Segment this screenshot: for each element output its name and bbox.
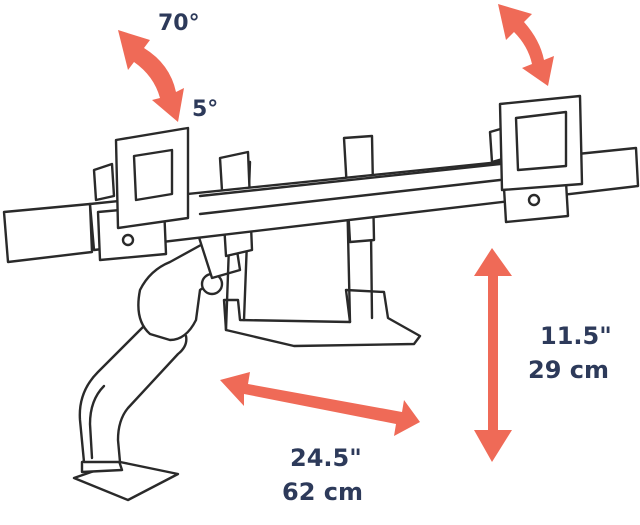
height-cm-label: 29 cm: [528, 356, 609, 384]
lower-arm: [78, 313, 188, 464]
desk-clamp-base: [72, 456, 180, 502]
right-vesa-mount: [488, 94, 584, 224]
reach-arrow: [220, 372, 420, 436]
reach-inches-label: 24.5": [290, 444, 362, 472]
height-arrow: [474, 248, 512, 462]
left-vesa-mount: [92, 126, 190, 262]
center-handle-bracket: [218, 134, 422, 348]
tilt-down-label: 5°: [192, 97, 218, 122]
tilt-up-label: 70°: [158, 11, 200, 36]
reach-cm-label: 62 cm: [282, 478, 363, 506]
height-inches-label: 11.5": [540, 322, 612, 350]
tilt-arrow-right: [498, 4, 554, 86]
tilt-arrow-left: [118, 30, 184, 122]
